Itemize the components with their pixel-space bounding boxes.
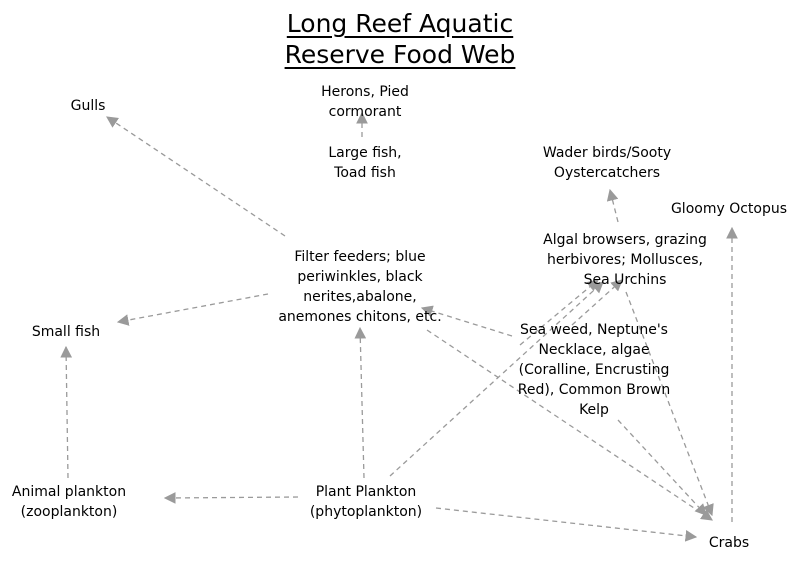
node-gloomy-octopus: Gloomy Octopus [670, 201, 788, 217]
arrow-filterfeeders-to-smallfish [116, 293, 269, 326]
node-gulls: Gulls [70, 98, 106, 114]
node-seaweed: Sea weed, Neptune's Necklace, algae (Cor… [517, 322, 671, 418]
node-wader-birds: Wader birds/Sooty Oystercatchers [542, 145, 672, 181]
arrow-plantplankton-to-animalplankton [163, 492, 299, 504]
node-plant-plankton: Plant Plankton (phytoplankton) [309, 484, 423, 520]
arrow-algalbrowsers-to-waderbirds [606, 188, 619, 223]
arrow-seaweed-to-crabs [617, 419, 707, 516]
node-animal-plankton: Animal plankton (zooplankton) [11, 484, 127, 520]
diagram-title: Long Reef Aquatic Reserve Food Web [180, 8, 620, 70]
node-crabs: Crabs [708, 535, 750, 551]
arrow-algalbrowsers-to-crabs [625, 291, 714, 517]
arrow-animalplankton-to-smallfish [60, 345, 73, 479]
node-herons: Herons, Pied cormorant [321, 84, 409, 120]
arrow-seaweed-to-algalbrowsers-a [519, 279, 599, 346]
arrow-filterfeeders-to-crabs [426, 329, 713, 521]
title-line-1: Long Reef Aquatic [286, 9, 514, 38]
node-small-fish: Small fish [31, 324, 101, 340]
arrow-seaweed-to-algalbrowsers-b [571, 279, 623, 326]
arrow-seaweed-to-filterfeeders [420, 305, 513, 337]
arrow-plantplankton-to-filterfeeders [354, 326, 367, 479]
node-filter-feeders: Filter feeders; blue periwinkles, black … [278, 249, 442, 325]
node-large-fish: Large fish, Toad fish [328, 145, 402, 181]
arrow-plantplankton-to-crabs [435, 507, 698, 542]
arrow-plantplankton-to-algalbrowsers [389, 281, 604, 477]
node-algal-browsers: Algal browsers, grazing herbivores; Moll… [543, 232, 707, 288]
arrow-filterfeeders-to-gulls [106, 116, 286, 237]
title-line-2: Reserve Food Web [284, 40, 516, 69]
